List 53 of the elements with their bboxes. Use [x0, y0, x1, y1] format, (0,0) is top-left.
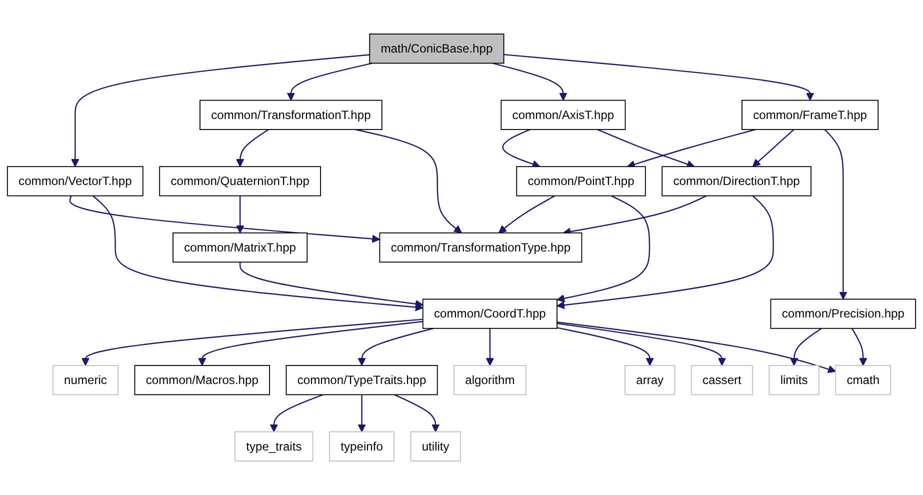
node-box: common/TypeTraits.hpp — [286, 365, 438, 396]
node-box: array — [624, 365, 676, 396]
node-box: cassert — [690, 365, 753, 396]
arrow — [504, 54, 814, 101]
arrow — [286, 62, 373, 101]
arrow — [556, 327, 654, 366]
arrow — [239, 262, 424, 308]
node-box: common/DirectionT.hpp — [662, 166, 812, 196]
node-box: typeinfo — [329, 431, 394, 462]
node-box: limits — [768, 365, 820, 396]
arrow — [752, 129, 794, 167]
arrow — [92, 195, 424, 312]
arrow — [270, 394, 324, 432]
arrow — [556, 195, 774, 310]
node-box: common/Precision.hpp — [770, 298, 916, 329]
arrow — [70, 196, 380, 243]
node-box: algorithm — [454, 365, 526, 396]
arrow — [556, 321, 836, 374]
arrow — [492, 62, 568, 101]
node-box: common/PointT.hpp — [516, 166, 646, 196]
arrow — [627, 128, 756, 168]
arrow — [502, 128, 540, 168]
arrow — [556, 322, 726, 366]
node-box: math/ConicBase.hpp — [369, 34, 504, 64]
arrow — [236, 196, 244, 234]
arrow — [355, 128, 462, 234]
arrow — [824, 129, 848, 300]
arrow — [498, 195, 556, 234]
arrow — [71, 54, 370, 167]
node-box: common/MatrixT.hpp — [172, 232, 308, 263]
arrow — [236, 129, 269, 167]
arrow — [597, 128, 695, 168]
arrow — [486, 328, 494, 366]
arrow — [394, 394, 440, 432]
node-box: common/TransformationType.hpp — [379, 232, 582, 263]
arrow — [790, 328, 822, 366]
node-box: numeric — [52, 365, 119, 396]
arrow — [556, 195, 650, 302]
node-box: utility — [410, 431, 461, 462]
arrow — [358, 394, 366, 432]
node-box: common/CoordT.hpp — [422, 298, 558, 329]
arrow — [198, 320, 423, 366]
node-box: type_traits — [234, 431, 314, 462]
node-box: common/FrameT.hpp — [742, 100, 879, 130]
arrow — [851, 328, 868, 366]
arrow — [81, 318, 423, 366]
node-box: common/QuaternionT.hpp — [159, 166, 321, 196]
arrow — [358, 328, 434, 366]
node-box: common/Macros.hpp — [134, 365, 270, 396]
node-box: common/VectorT.hpp — [6, 166, 144, 196]
node-box: common/AxisT.hpp — [500, 100, 626, 130]
node-box: common/TransformationT.hpp — [200, 100, 382, 130]
node-box: cmath — [835, 365, 892, 396]
